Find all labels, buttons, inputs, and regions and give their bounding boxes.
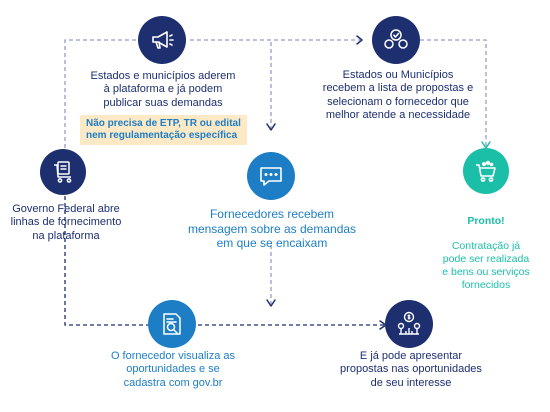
no-requirements-note: Não precisa de ETP, TR ou edital nem reg… bbox=[80, 115, 247, 145]
pronto-text: Contratação já pode ser realizada e bens… bbox=[442, 240, 530, 291]
propostas-text: E já pode apresentar propostas nas oport… bbox=[340, 350, 482, 389]
cart-icon bbox=[54, 161, 72, 183]
estados-aderem-text: Estados e municípios aderem à plataforma… bbox=[90, 70, 236, 109]
arrowhead-lower bbox=[266, 299, 276, 307]
options-icon bbox=[384, 29, 408, 49]
chat-bubble-icon bbox=[260, 167, 282, 186]
document-search-node bbox=[148, 300, 196, 348]
megaphone-node bbox=[138, 16, 186, 64]
money-growth-icon bbox=[397, 311, 421, 335]
megaphone-icon bbox=[152, 31, 174, 49]
document-search-icon bbox=[163, 313, 181, 335]
arrowhead-selecionam bbox=[356, 35, 363, 45]
fornecedores-text: Fornecedores recebem mensagem sobre as d… bbox=[187, 207, 357, 251]
connector-selecionam-pronto bbox=[420, 39, 487, 146]
selecionam-text: Estados ou Municípios recebem a lista de… bbox=[322, 69, 474, 122]
pronto-title: Pronto! bbox=[467, 214, 505, 227]
connector-governo-estados bbox=[64, 39, 140, 148]
pronto-block: Pronto! Contratação já pode ser realizad… bbox=[426, 202, 546, 304]
connector-governo-visualiza bbox=[64, 196, 148, 326]
visualiza-text: O fornecedor visualiza as oportunidades … bbox=[110, 350, 236, 389]
cart-check-icon bbox=[476, 160, 496, 182]
chat-bubble-node bbox=[247, 152, 295, 200]
cart-node bbox=[40, 149, 86, 195]
arrowhead-fornecedores bbox=[266, 123, 276, 131]
cart-check-node bbox=[463, 148, 509, 194]
money-growth-node bbox=[385, 300, 433, 348]
governo-text: Governo Federal abre linhas de fornecime… bbox=[10, 203, 122, 242]
options-node bbox=[372, 16, 420, 64]
